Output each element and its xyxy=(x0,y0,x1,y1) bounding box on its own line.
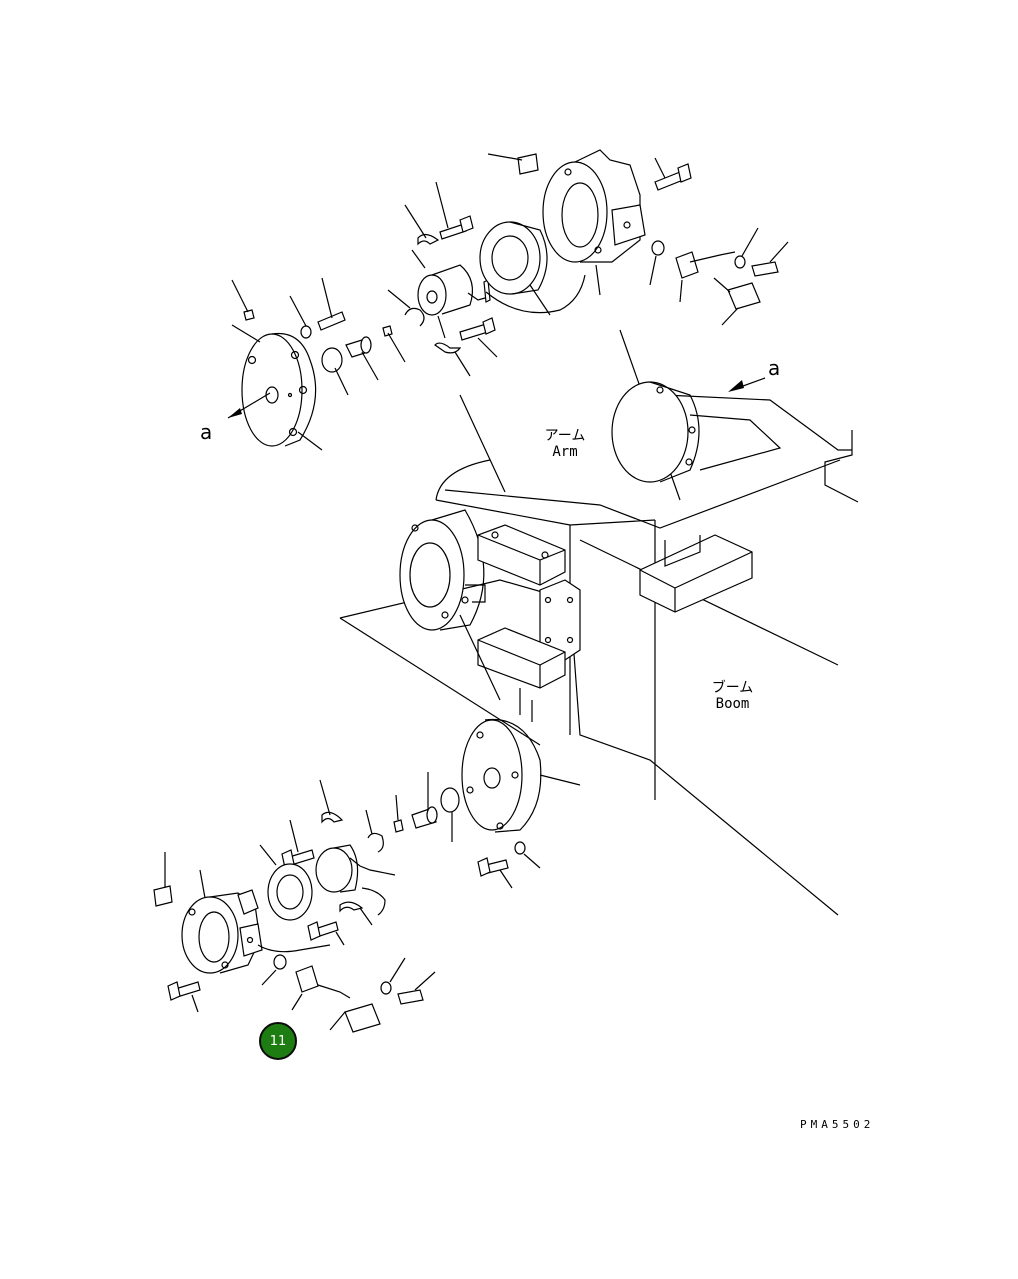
arm-label: アーム Arm xyxy=(540,428,590,460)
boom-label-jp: ブーム xyxy=(711,680,754,696)
upper-sensor-assembly xyxy=(227,149,789,451)
boom-label-en: Boom xyxy=(715,696,750,712)
lower-sensor-assembly xyxy=(153,718,581,1033)
part-callout-11[interactable]: 11 xyxy=(259,1022,297,1060)
arm-label-jp: アーム xyxy=(544,428,586,444)
boom-arm-structure xyxy=(339,329,859,916)
boom-label: ブーム Boom xyxy=(705,680,760,712)
view-arrow-a-right xyxy=(728,377,766,392)
arm-label-en: Arm xyxy=(552,444,578,460)
drawing-code: PMA5502 xyxy=(800,1118,875,1131)
view-label-a-left: a xyxy=(200,420,213,444)
view-label-a-top: a xyxy=(768,356,781,380)
